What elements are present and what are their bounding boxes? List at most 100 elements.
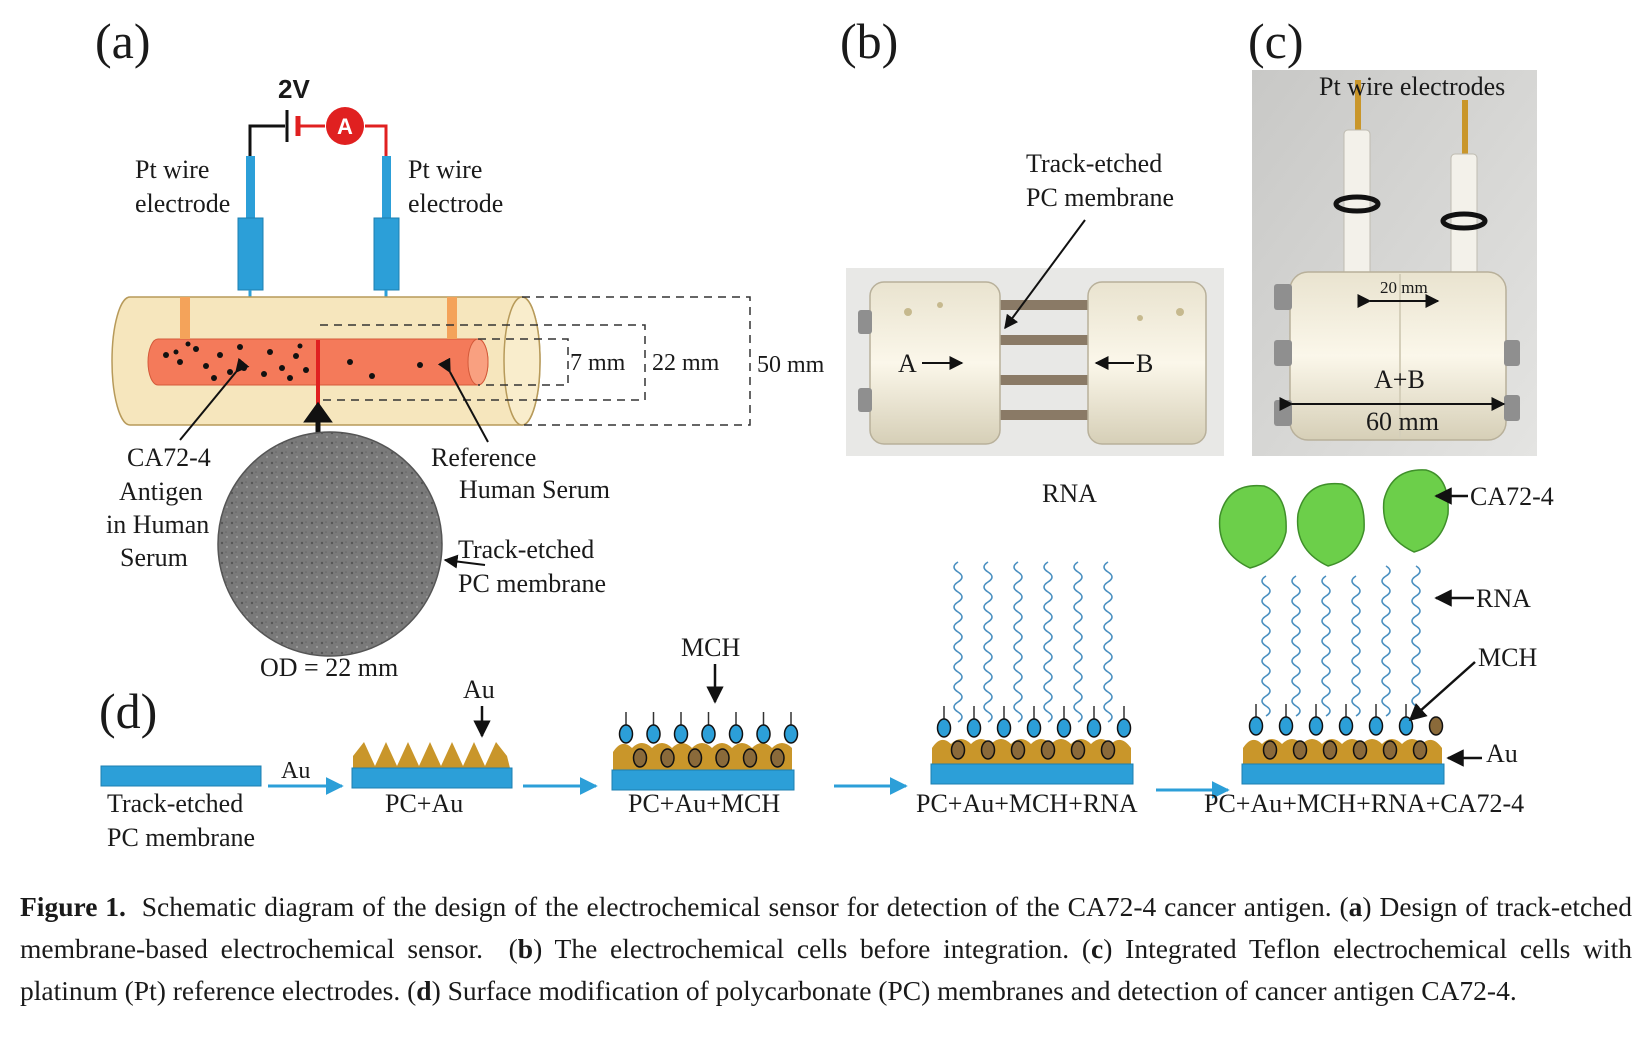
au-bead — [1382, 740, 1398, 760]
rna-strand — [1103, 561, 1113, 723]
au-bead — [1428, 716, 1444, 736]
au-bead — [980, 740, 996, 760]
step3-label: PC+Au+MCH+RNA — [916, 789, 1138, 818]
mch-bead — [1338, 716, 1354, 736]
membrane-label-2: PC membrane — [458, 569, 606, 598]
c-electrode-right — [1440, 100, 1488, 289]
dim-7mm: 7 mm — [570, 350, 626, 376]
step3-top-label: RNA — [1042, 479, 1097, 508]
step0-label-1: Track-etched — [107, 789, 243, 818]
mch-bead — [966, 718, 982, 738]
rna-strand — [1321, 575, 1331, 717]
antigen-icon — [1382, 469, 1449, 553]
caption-a-key: a — [1348, 891, 1363, 922]
caption-a-text: Design of track-etched membrane-based el… — [20, 891, 1632, 964]
panel-d: (d) Track-etched PC membrane Au Au PC+Au… — [99, 469, 1554, 852]
od-label: OD = 22 mm — [260, 653, 398, 682]
antigen-arrow — [179, 357, 250, 441]
reference-label-1: Reference — [431, 443, 536, 472]
ammeter-icon — [326, 107, 364, 145]
au-bead — [742, 748, 758, 768]
mch-bead — [1278, 716, 1294, 736]
au-bead — [1100, 740, 1116, 760]
b-label-a: A — [898, 349, 917, 378]
left-electrode-label-1: Pt wire — [135, 155, 209, 184]
membrane-arrow — [443, 554, 486, 569]
antigen-icon — [1218, 484, 1287, 569]
right-electrode-label-1: Pt wire — [408, 155, 482, 184]
figure-caption: Figure 1. Schematic diagram of the desig… — [20, 891, 1632, 1006]
dim-50mm: 50 mm — [757, 352, 825, 378]
rna-strand — [953, 561, 963, 723]
legend-mch-label: MCH — [1478, 643, 1537, 672]
step2-top-label: MCH — [681, 633, 740, 662]
step1-label: PC+Au — [385, 789, 463, 818]
cell-cylinder — [111, 296, 541, 426]
membrane-micrograph — [217, 431, 443, 657]
legend-rna-label: RNA — [1476, 584, 1531, 613]
au-bead — [1262, 740, 1278, 760]
antigen-label-4: Serum — [120, 543, 188, 572]
mch-bead — [756, 724, 771, 744]
reference-label-2: Human Serum — [459, 475, 610, 504]
reference-arrow — [437, 357, 489, 443]
caption-b-text: The electrochemical cells before integra… — [554, 933, 1070, 964]
caption-text: Schematic diagram of the design of the e… — [141, 891, 1332, 922]
antigen-label-3: in Human — [106, 510, 209, 539]
mch-bead — [1308, 716, 1324, 736]
rna-strand — [1381, 565, 1391, 717]
caption-b-key: b — [517, 933, 534, 964]
step1-diagram — [351, 742, 513, 789]
mch-bead — [1056, 718, 1072, 738]
caption-label: Figure 1. — [20, 891, 126, 922]
mch-bead — [618, 724, 634, 744]
b-membrane-arrow — [1004, 219, 1086, 330]
rna-strand — [1013, 561, 1023, 723]
au-bead — [770, 748, 785, 768]
rna-strand — [1073, 561, 1083, 723]
dimension-lines — [320, 296, 751, 426]
caption-c-key: c — [1091, 933, 1104, 964]
right-electrode-label-2: electrode — [408, 189, 503, 218]
b-membrane-label-1: Track-etched — [1026, 149, 1162, 178]
mch-bead — [783, 724, 799, 744]
au-bead — [1352, 740, 1368, 760]
c-electrode-left — [1333, 80, 1381, 289]
right-electrode — [373, 156, 400, 380]
step4-diagram — [1218, 469, 1449, 785]
mch-bead — [996, 718, 1012, 738]
c-dim-60mm: 60 mm — [1366, 407, 1439, 436]
figure-1: (a) 2V A Pt wire electrode Pt wire elect… — [95, 13, 1554, 852]
au-bead — [632, 748, 648, 768]
rna-strand — [1261, 575, 1271, 717]
legend-ca-label: CA72-4 — [1470, 482, 1554, 511]
arrow-au-label: Au — [281, 758, 310, 784]
panel-b: (b) Track-etched PC membrane A B — [840, 13, 1224, 456]
antigen-dots — [163, 341, 423, 381]
step0-membrane — [100, 765, 262, 787]
mch-bead — [1116, 718, 1132, 738]
ammeter-label: A — [337, 114, 353, 139]
au-bead — [687, 748, 703, 768]
step2-diagram — [611, 712, 799, 791]
au-bead — [950, 740, 966, 760]
au-bead — [1070, 740, 1086, 760]
c-dim-20mm: 20 mm — [1380, 278, 1428, 297]
b-membrane-label-2: PC membrane — [1026, 183, 1174, 212]
au-bead — [1040, 740, 1056, 760]
panel-b-label: (b) — [840, 13, 898, 69]
panel-d-label: (d) — [99, 683, 157, 739]
mch-bead — [1398, 716, 1414, 736]
caption-d-key: d — [416, 975, 432, 1006]
step3-diagram — [930, 561, 1134, 785]
panel-a: (a) 2V A Pt wire electrode Pt wire elect… — [95, 13, 825, 682]
mch-bead — [701, 724, 716, 744]
c-label-ab: A+B — [1374, 365, 1425, 394]
c-title: Pt wire electrodes — [1319, 72, 1505, 101]
au-bead — [1292, 740, 1308, 760]
au-bead — [1412, 740, 1428, 760]
rna-strand — [1411, 565, 1421, 717]
mch-bead — [673, 724, 689, 744]
photo-cells-separate — [846, 268, 1224, 456]
mch-bead — [1248, 716, 1264, 736]
